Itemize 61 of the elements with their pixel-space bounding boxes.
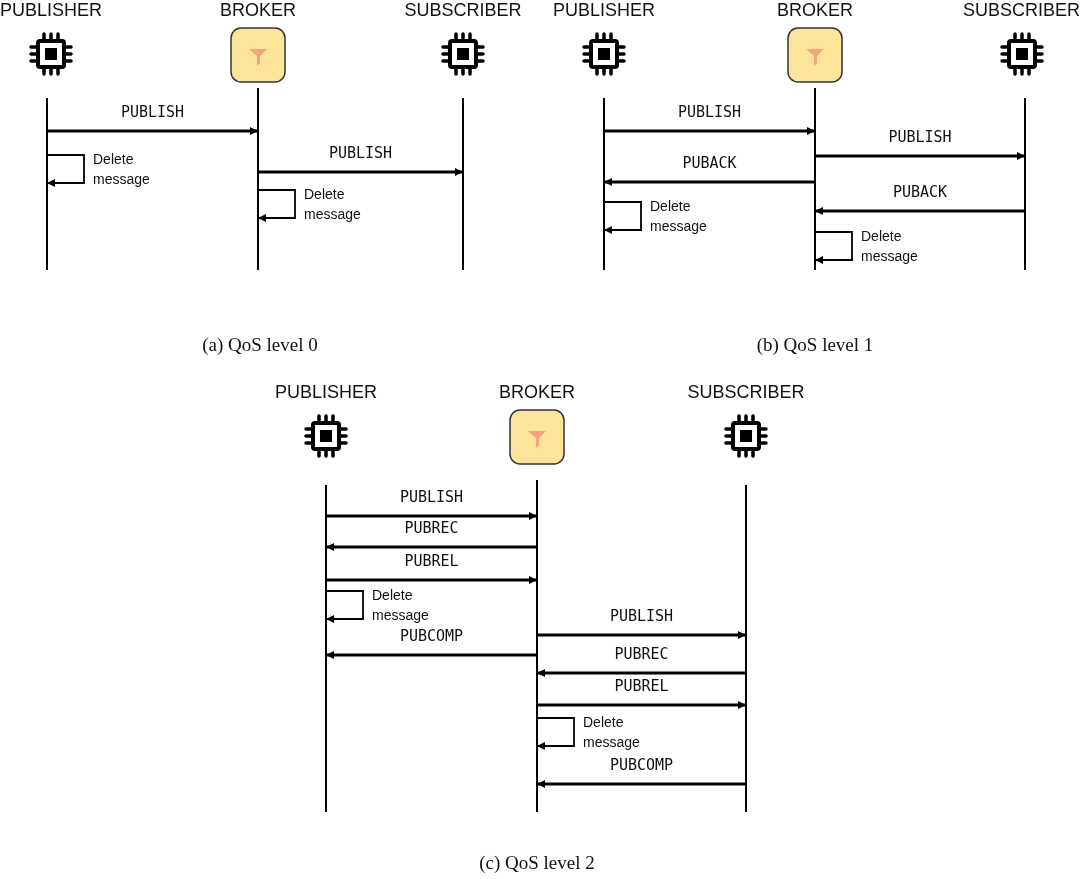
figure-caption: (c) QoS level 2 bbox=[479, 852, 595, 874]
edge-label: PUBLISH bbox=[328, 144, 393, 162]
message-arrow bbox=[605, 127, 815, 135]
edge-label: PUBREL bbox=[614, 677, 669, 695]
message-arrow bbox=[538, 631, 746, 639]
edge-label: PUBREL bbox=[404, 552, 459, 570]
message-arrow bbox=[815, 207, 1024, 215]
edge-label: PUBLISH bbox=[677, 103, 742, 121]
self-message-arrow bbox=[326, 590, 364, 623]
participant-name: SUBSCRIBER bbox=[963, 0, 1080, 20]
edge-label: PUBREC bbox=[614, 645, 669, 663]
lifeline bbox=[462, 98, 464, 270]
edge-label: Delete message bbox=[93, 150, 151, 189]
lifeline bbox=[536, 480, 538, 812]
message-arrow bbox=[816, 152, 1025, 160]
message-arrow bbox=[604, 178, 814, 186]
edge-label: Delete message bbox=[372, 586, 430, 625]
message-arrow bbox=[327, 576, 537, 584]
message-arrow bbox=[326, 651, 536, 659]
message-arrow bbox=[537, 780, 745, 788]
participant-name: BROKER bbox=[499, 382, 576, 402]
message-arrow bbox=[259, 168, 463, 176]
participant-name: PUBLISHER bbox=[553, 0, 656, 20]
figure-caption: (a) QoS level 0 bbox=[202, 334, 318, 356]
message-arrow bbox=[327, 512, 537, 520]
message-arrow bbox=[326, 543, 536, 551]
message-arrow bbox=[48, 127, 258, 135]
edge-label: PUBACK bbox=[682, 154, 737, 172]
self-message-arrow bbox=[258, 189, 296, 222]
lifeline bbox=[745, 485, 747, 812]
edge-label: Delete message bbox=[650, 197, 708, 236]
self-message-arrow bbox=[47, 154, 85, 187]
edge-label: Delete message bbox=[583, 713, 641, 752]
lifeline bbox=[1024, 98, 1026, 270]
participant-name: BROKER bbox=[777, 0, 854, 20]
edge-label: PUBLISH bbox=[888, 128, 952, 146]
participant-name: SUBSCRIBER bbox=[687, 382, 805, 402]
lifeline bbox=[603, 98, 605, 270]
edge-label: Delete message bbox=[861, 227, 919, 266]
participant-name: PUBLISHER bbox=[275, 382, 378, 402]
edge-label: Delete message bbox=[304, 185, 362, 224]
edge-label: PUBCOMP bbox=[399, 627, 464, 645]
lifeline bbox=[257, 88, 259, 270]
lifeline bbox=[325, 485, 327, 812]
edge-label: PUBCOMP bbox=[609, 756, 674, 774]
participant-name: PUBLISHER bbox=[0, 0, 103, 20]
edge-label: PUBLISH bbox=[120, 103, 185, 121]
participant-name: BROKER bbox=[220, 0, 297, 20]
participant-name: SUBSCRIBER bbox=[404, 0, 522, 20]
edge-label: PUBLISH bbox=[399, 488, 464, 506]
figure-caption: (b) QoS level 1 bbox=[756, 334, 874, 356]
lifeline bbox=[46, 98, 48, 270]
edge-label: PUBACK bbox=[892, 183, 948, 201]
lifeline bbox=[814, 88, 816, 270]
self-message-arrow bbox=[537, 717, 575, 750]
message-arrow bbox=[538, 701, 746, 709]
edge-label: PUBLISH bbox=[609, 607, 674, 625]
edge-label: PUBREC bbox=[404, 519, 459, 537]
self-message-arrow bbox=[604, 201, 642, 234]
message-arrow bbox=[537, 669, 745, 677]
self-message-arrow bbox=[815, 231, 853, 264]
